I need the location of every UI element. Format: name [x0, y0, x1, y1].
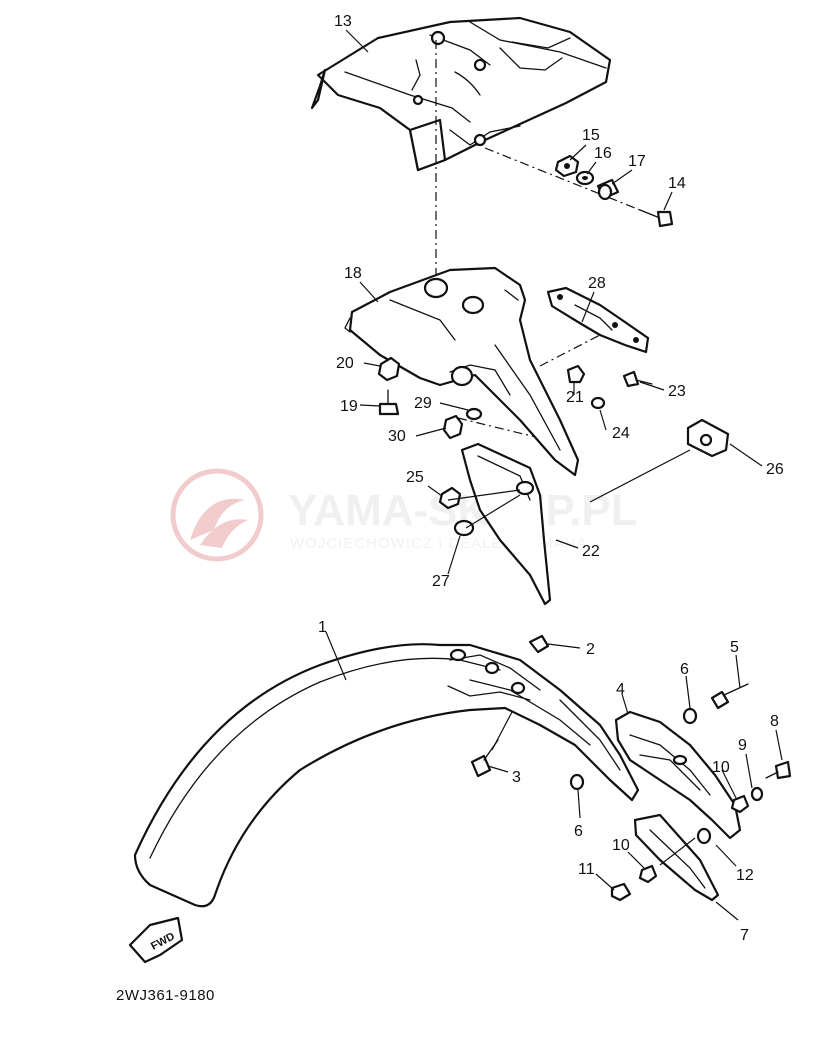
callout-28: 28 [588, 275, 606, 292]
part-7-reflector [633, 813, 720, 902]
callout-3: 3 [512, 769, 521, 786]
callout-6-lower: 6 [574, 823, 583, 840]
callout-6-upper: 6 [680, 661, 689, 678]
part-10-nut-lower [638, 864, 658, 884]
callout-27: 27 [432, 573, 450, 590]
part-17-collar [596, 178, 620, 201]
callout-19: 19 [340, 398, 358, 415]
part-27-collar [453, 519, 475, 537]
part-5-rivet [710, 683, 749, 710]
part-2-nut [528, 634, 581, 654]
part-6-grommet-upper [682, 707, 698, 725]
callout-4: 4 [616, 681, 625, 698]
part-28-plate-bracket [546, 286, 650, 354]
part-4-fender-bracket [614, 710, 742, 840]
part-8-screw [765, 760, 792, 780]
part-10-nut-upper [730, 794, 750, 814]
part-30-nut [442, 414, 464, 440]
callout-1: 1 [318, 619, 327, 636]
callout-21: 21 [566, 389, 584, 406]
callout-25: 25 [406, 469, 424, 486]
part-21-nut [566, 364, 586, 384]
part-24-washer [590, 396, 606, 410]
callout-leaders [325, 29, 783, 921]
part-25-nut [438, 486, 462, 510]
callout-7: 7 [740, 927, 749, 944]
part-22-mud-flap [447, 442, 552, 606]
callout-29: 29 [414, 395, 432, 412]
callout-12: 12 [736, 867, 754, 884]
callout-23: 23 [668, 383, 686, 400]
callout-14: 14 [668, 175, 686, 192]
callout-17: 17 [628, 153, 646, 170]
part-6-grommet-lower [569, 773, 585, 791]
watermark-logo [170, 468, 264, 562]
part-19-bolt [378, 389, 400, 416]
part-20-nut [377, 356, 401, 382]
part-11-nut [610, 882, 632, 902]
callout-16: 16 [594, 145, 612, 162]
callout-2: 2 [586, 641, 595, 658]
part-23-screw [622, 370, 653, 388]
part-16-washer [575, 170, 595, 186]
callout-22: 22 [582, 543, 600, 560]
part-13-rear-carrier [310, 16, 612, 172]
part-26-reflector [589, 418, 730, 503]
callout-labels: 13 15 16 17 14 18 28 20 19 29 21 23 24 3… [318, 13, 784, 944]
callout-10-lower: 10 [612, 837, 630, 854]
callout-8: 8 [770, 713, 779, 730]
part-1-rear-fender [133, 643, 640, 908]
callout-9: 9 [738, 737, 747, 754]
part-14-bolt [639, 209, 674, 228]
fwd-arrow-icon: FWD [128, 916, 184, 964]
callout-5: 5 [730, 639, 739, 656]
callout-18: 18 [344, 265, 362, 282]
part-12-collar [696, 827, 712, 845]
watermark: YAMA-SKLEP.PL WOJCIECHOWICZ I DEALER YAM… [170, 468, 638, 562]
callout-11: 11 [578, 861, 595, 878]
part-15-nut [554, 154, 580, 178]
callout-15: 15 [582, 127, 600, 144]
part-3-bolt [470, 711, 513, 778]
callout-20: 20 [336, 355, 354, 372]
callout-26: 26 [766, 461, 784, 478]
part-29-washer [465, 407, 483, 421]
part-9-washer [750, 786, 764, 802]
callout-24: 24 [612, 425, 630, 442]
part-18-fender-bracket [344, 266, 580, 477]
callout-30: 30 [388, 428, 406, 445]
callout-10-upper: 10 [712, 759, 730, 776]
callout-13: 13 [334, 13, 352, 30]
diagram-code: 2WJ361-9180 [116, 987, 215, 1004]
